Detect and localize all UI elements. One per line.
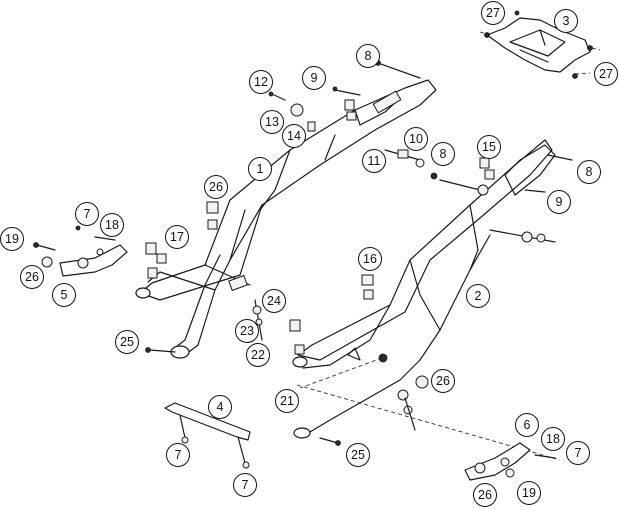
callout-25-bottom: 25	[346, 443, 370, 467]
small-parts	[145, 60, 573, 461]
callout-26-bottom: 26	[473, 483, 497, 507]
callout-16: 16	[358, 247, 382, 271]
callout-12: 12	[249, 70, 273, 94]
callout-7-right: 7	[566, 441, 590, 465]
callout-8-right: 8	[577, 160, 601, 184]
callout-18-right: 18	[541, 427, 565, 451]
frame-left-half	[135, 79, 437, 359]
callout-7-bracket-bottom: 7	[233, 473, 257, 497]
callout-27-top: 27	[481, 1, 505, 25]
callout-19-left: 19	[0, 227, 24, 251]
callout-3: 3	[554, 9, 578, 33]
callout-21: 21	[275, 389, 299, 413]
callout-26-top: 26	[204, 175, 228, 199]
callout-2: 2	[466, 284, 490, 308]
rubber-bushing-26-top	[206, 201, 219, 214]
bracket-5	[33, 225, 128, 277]
bracket-4	[164, 402, 251, 469]
callout-10: 10	[404, 127, 428, 151]
bracket-6	[464, 442, 556, 481]
callout-27-right: 27	[594, 62, 618, 86]
callout-26-left: 26	[20, 265, 44, 289]
callout-15: 15	[477, 135, 501, 159]
callout-17: 17	[165, 225, 189, 249]
callout-7-bracket-left: 7	[166, 443, 190, 467]
callout-8-top: 8	[356, 44, 380, 68]
callout-18-left: 18	[100, 213, 124, 237]
callout-22: 22	[246, 343, 270, 367]
callout-9-top: 9	[302, 66, 326, 90]
callout-19-right: 19	[517, 481, 541, 505]
callout-9-right: 9	[547, 190, 571, 214]
callout-23: 23	[235, 319, 259, 343]
callout-25-left: 25	[115, 330, 139, 354]
callout-26-mid: 26	[431, 369, 455, 393]
callout-24: 24	[262, 289, 286, 313]
frame-right-half	[292, 139, 556, 439]
callout-14: 14	[282, 124, 306, 148]
callout-7-left: 7	[75, 202, 99, 226]
subframe-bracket-3	[479, 10, 601, 79]
callout-8-mid: 8	[431, 142, 455, 166]
callout-13: 13	[260, 110, 284, 134]
callout-5: 5	[52, 283, 76, 307]
callout-1: 1	[248, 157, 272, 181]
callout-6: 6	[515, 413, 539, 437]
callout-4: 4	[208, 395, 232, 419]
callout-11: 11	[362, 149, 386, 173]
